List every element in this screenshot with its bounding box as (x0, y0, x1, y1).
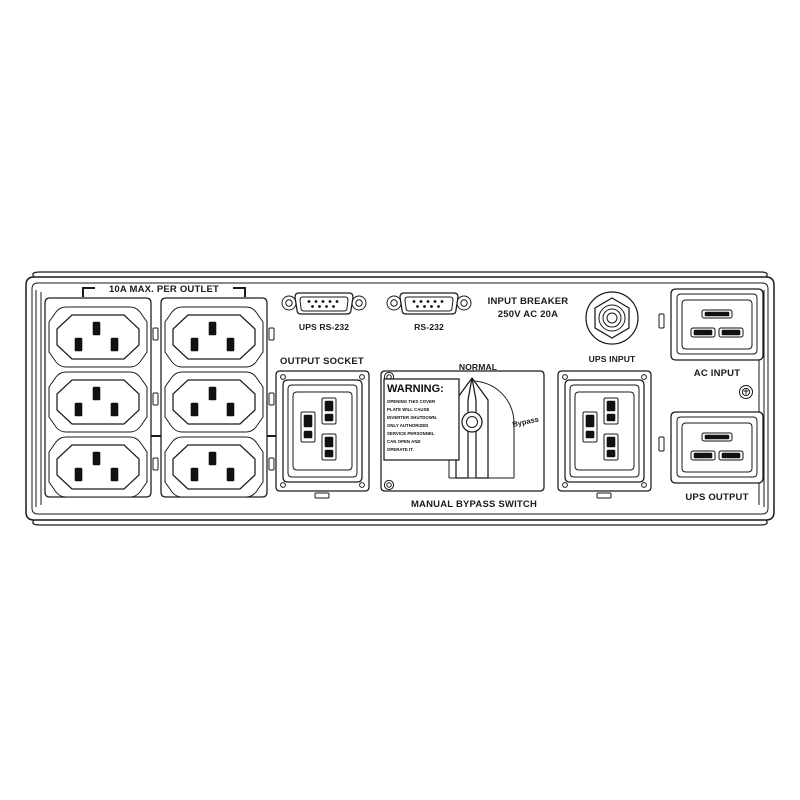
output-socket-label: OUTPUT SOCKET (280, 356, 364, 367)
iec-c13-outlet[interactable] (48, 371, 148, 433)
input-breaker-label-line2: 250V AC 20A (498, 309, 558, 320)
input-breaker-label-line1: INPUT BREAKER (488, 296, 569, 307)
warning-title: WARNING: (387, 383, 444, 395)
bypass-position-normal-label: NORMAL (459, 362, 497, 372)
manual-bypass-label: MANUAL BYPASS SWITCH (411, 499, 537, 510)
warning-line: OPERATE IT. (387, 447, 414, 452)
ups-rs232-label: UPS RS-232 (299, 322, 349, 332)
warning-line: ONLY AUTHORIZED (387, 423, 428, 428)
warning-line: CAN OPEN AND (387, 439, 421, 444)
ac-input-mount-tab (658, 313, 665, 329)
db9-port-rs232[interactable] (386, 292, 472, 315)
warning-line: SERVICE PERSONNEL (387, 431, 435, 436)
ups-input-label: UPS INPUT (589, 354, 636, 364)
warning-line: OPENING THIS COVER (387, 399, 436, 404)
warning-line: INVERTER SHUTDOWN. (387, 415, 437, 420)
secondary-terminal-block[interactable] (557, 370, 652, 499)
panel-mounting-tabs (151, 327, 277, 471)
ac-input-connector[interactable] (670, 288, 764, 361)
ac-input-label: AC INPUT (694, 368, 740, 379)
iec-c13-outlet[interactable] (48, 436, 148, 498)
ups-output-connector[interactable] (670, 411, 764, 484)
warning-label-plate (383, 378, 460, 461)
chassis-ground-stud (739, 385, 753, 399)
ups-output-mount-tab (658, 436, 665, 452)
ups-output-label: UPS OUTPUT (685, 492, 748, 503)
iec-c13-outlet[interactable] (164, 371, 264, 433)
iec-c13-outlet[interactable] (164, 306, 264, 368)
warning-line: PLATE WILL CAUSE (387, 407, 429, 412)
iec-c13-outlet[interactable] (48, 306, 148, 368)
output-socket-terminal-block[interactable] (275, 370, 370, 499)
db9-port-ups-rs232[interactable] (281, 292, 367, 315)
outlet-bank-label: 10A MAX. PER OUTLET (109, 284, 219, 295)
iec-c13-outlet[interactable] (164, 436, 264, 498)
ups-input-breaker[interactable] (585, 291, 639, 345)
outlet-bank-bracket (82, 287, 246, 297)
rs232-label: RS-232 (414, 322, 444, 332)
